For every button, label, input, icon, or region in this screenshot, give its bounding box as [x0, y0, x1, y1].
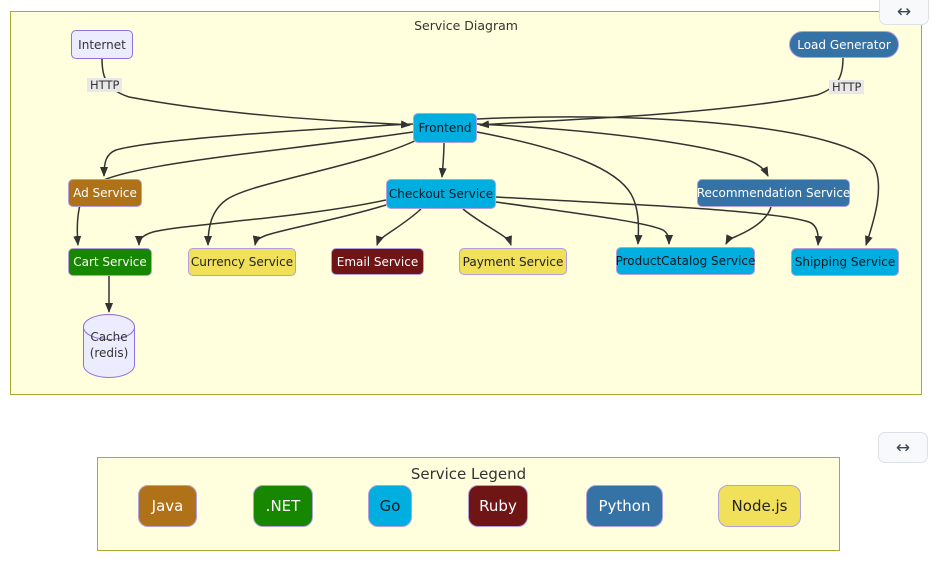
node-frontend: Frontend: [413, 113, 477, 143]
legend-item-ruby: Ruby: [468, 485, 528, 527]
legend-item-go: Go: [368, 485, 412, 527]
node-ad-service-label: Ad Service: [73, 186, 137, 200]
legend-item-dotnet: .NET: [253, 485, 313, 527]
legend-item-ruby-label: Ruby: [479, 497, 517, 515]
node-frontend-label: Frontend: [418, 121, 472, 135]
edge-recommendation-productcatalogservice: [725, 206, 772, 245]
node-productcatalog-service-label: ProductCatalog Service: [615, 254, 756, 268]
edge-internet-frontend: [101, 58, 411, 129]
edge-frontend-checkoutservice: [438, 142, 447, 178]
node-recommendation-service-label: Recommendation Service: [696, 186, 851, 200]
edge-checkout-paymentservice: [462, 208, 512, 246]
expand-diagram-button[interactable]: ↔: [879, 0, 929, 25]
node-payment-service: Payment Service: [459, 248, 567, 275]
node-shipping-service: Shipping Service: [791, 248, 899, 276]
node-cache-redis-label: Cache (redis): [89, 330, 129, 360]
node-shipping-service-label: Shipping Service: [794, 255, 896, 269]
legend-item-python: Python: [586, 485, 663, 527]
edge-frontend-productcatalogservice: [476, 131, 643, 245]
legend-item-python-label: Python: [598, 497, 651, 515]
node-email-service: Email Service: [331, 248, 424, 275]
legend-item-java-label: Java: [151, 497, 184, 515]
edge-checkout-cartservice: [135, 199, 387, 246]
edge-loadgenerator-frontend: [479, 57, 844, 129]
node-checkout-service: Checkout Service: [386, 179, 496, 209]
legend-title: Service Legend: [410, 465, 527, 483]
node-recommendation-service: Recommendation Service: [697, 179, 850, 207]
node-ad-service: Ad Service: [68, 179, 142, 207]
node-currency-service: Currency Service: [188, 248, 296, 276]
expand-arrows-icon: ↔: [896, 1, 912, 22]
legend-item-java: Java: [138, 485, 197, 527]
edge-label-http-internet: HTTP: [87, 78, 123, 92]
edge-frontend-adservice: [100, 123, 414, 177]
node-checkout-service-label: Checkout Service: [388, 187, 494, 201]
node-currency-service-label: Currency Service: [190, 255, 294, 269]
edge-checkout-currencyservice: [252, 204, 387, 246]
node-cart-service-label: Cart Service: [73, 255, 147, 269]
node-cart-service: Cart Service: [68, 248, 152, 276]
node-email-service-label: Email Service: [336, 254, 419, 269]
node-load-generator: Load Generator: [789, 31, 899, 58]
node-payment-service-label: Payment Service: [462, 254, 564, 269]
edge-checkout-emailservice: [376, 208, 422, 246]
node-load-generator-label: Load Generator: [797, 37, 891, 52]
node-internet-label: Internet: [78, 37, 126, 52]
expand-legend-button[interactable]: ↔: [878, 432, 928, 463]
node-internet: Internet: [71, 30, 133, 59]
legend-item-dotnet-label: .NET: [265, 497, 301, 515]
edge-frontend-recommendationservice: [476, 123, 769, 177]
node-cache-redis: Cache (redis): [82, 313, 136, 378]
edge-checkout-productcatalogservice: [495, 201, 673, 245]
expand-arrows-icon: ↔: [895, 437, 911, 458]
service-diagram-panel: Service Diagram Intern: [10, 11, 922, 395]
edge-label-http-loadgen: HTTP: [829, 80, 865, 94]
node-productcatalog-service: ProductCatalog Service: [616, 247, 755, 275]
legend-item-nodejs-label: Node.js: [731, 497, 788, 515]
diagram-title: Service Diagram: [414, 18, 518, 33]
legend-item-go-label: Go: [379, 497, 401, 515]
legend-item-nodejs: Node.js: [718, 485, 801, 527]
service-legend-panel: Service Legend Java .NET Go Ruby Python …: [97, 457, 840, 551]
